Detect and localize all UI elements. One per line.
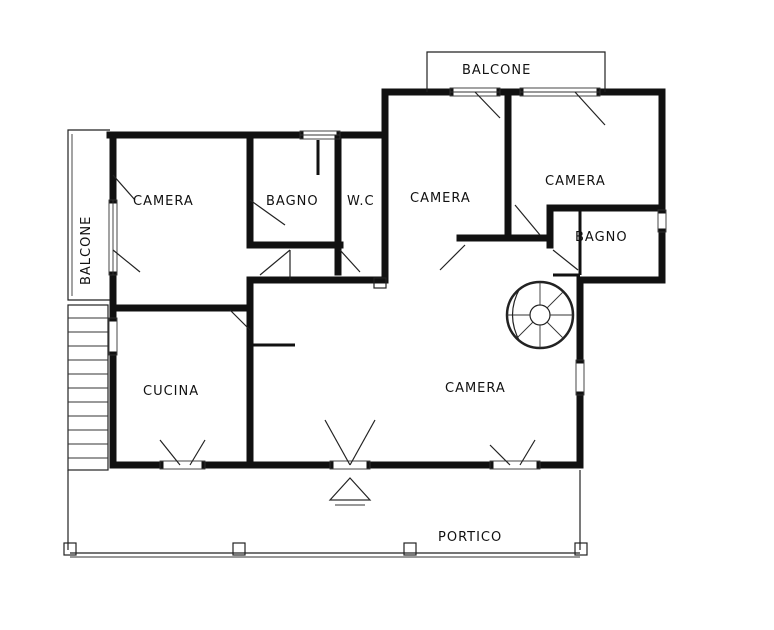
outer-walls	[106, 88, 666, 469]
portico-column	[63, 542, 77, 556]
camera-main-label: CAMERA	[445, 381, 506, 396]
portico-column	[403, 542, 417, 556]
balcone-left-label: BALCONE	[79, 216, 94, 285]
portico-label: PORTICO	[438, 530, 502, 545]
camera-1-label: CAMERA	[133, 194, 194, 209]
bagno-1-label: BAGNO	[266, 194, 319, 209]
camera-2-label: CAMERA	[410, 191, 471, 206]
camera-3-label: CAMERA	[545, 174, 606, 189]
bagno-2-label: BAGNO	[575, 230, 628, 245]
interior-walls	[109, 91, 666, 469]
portico: PORTICO	[63, 470, 588, 558]
portico-column	[232, 542, 246, 556]
exterior-stair	[67, 304, 109, 471]
left-balcony: BALCONE	[67, 129, 110, 301]
room-labels: CAMERA BAGNO W.C CAMERA CAMERA BAGNO CUC…	[133, 174, 628, 399]
cucina-label: CUCINA	[143, 384, 199, 399]
top-balcony: BALCONE	[426, 51, 606, 92]
spiral-staircase	[505, 280, 575, 350]
column-marker	[373, 277, 387, 289]
wc-label: W.C	[347, 194, 375, 209]
balcone-top-label: BALCONE	[462, 63, 531, 78]
door-swings	[112, 91, 606, 466]
portico-column	[574, 542, 588, 556]
